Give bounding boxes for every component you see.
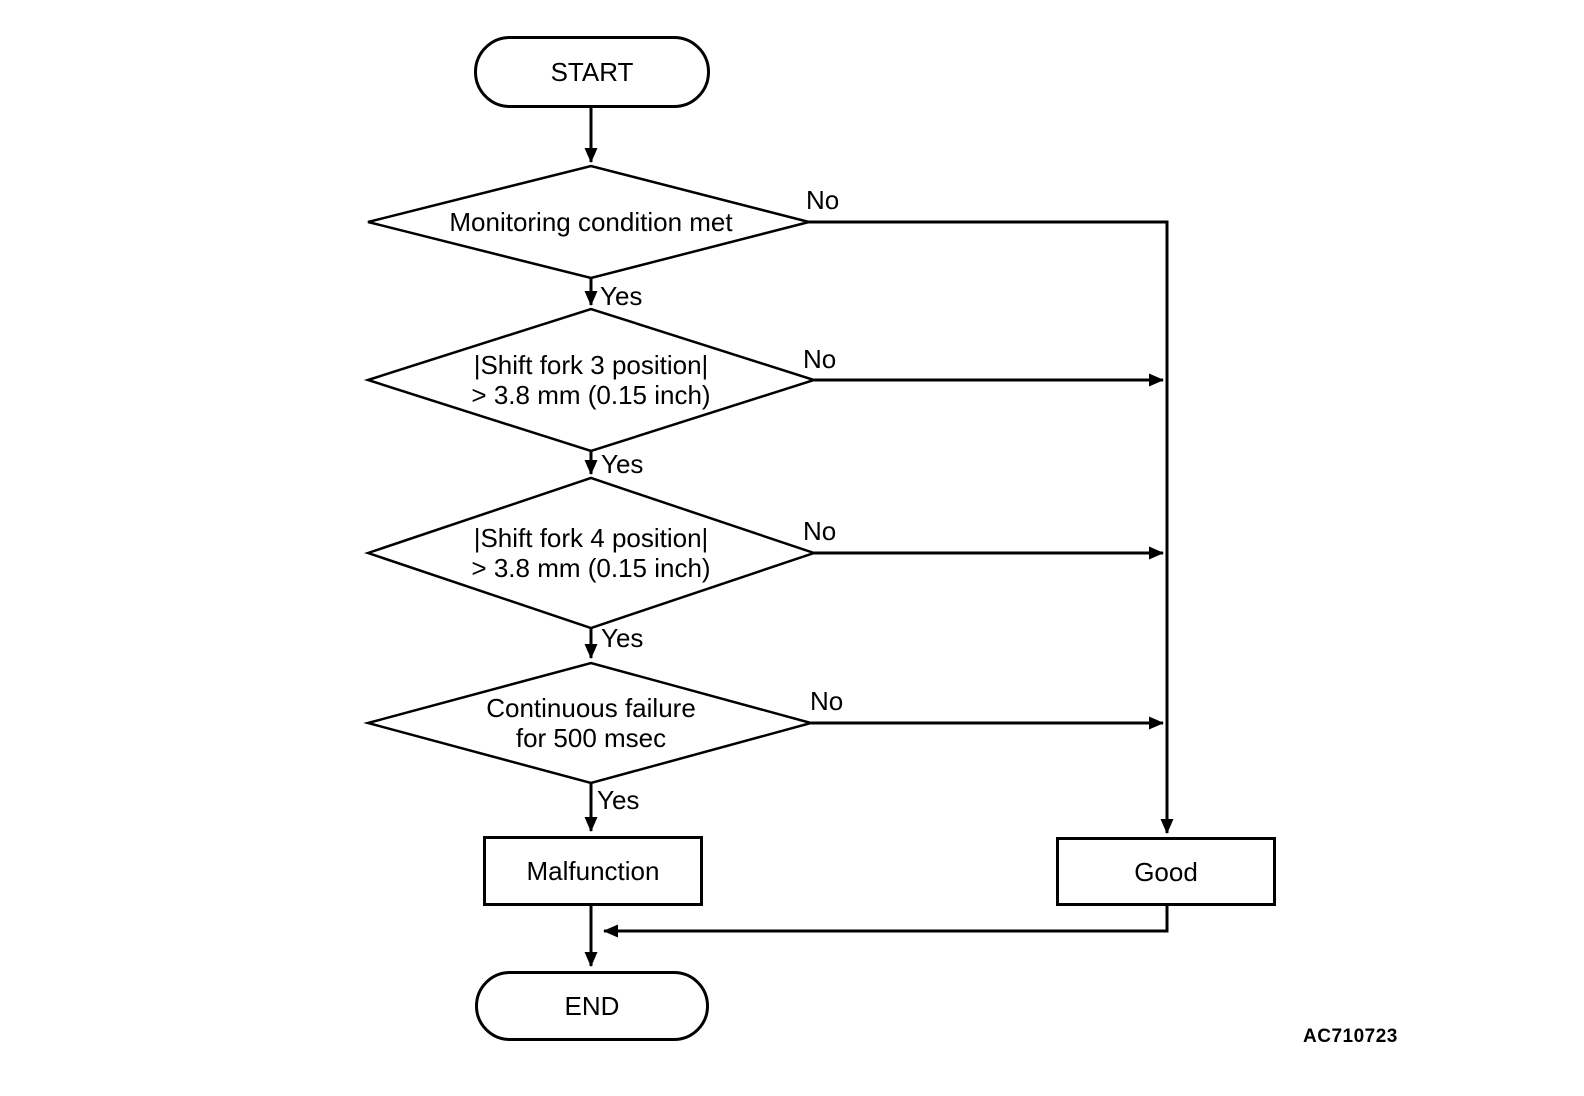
end-node-label: END <box>564 991 620 1021</box>
decision-failure-line2: for 500 msec <box>515 723 667 753</box>
start-node: START <box>474 36 710 108</box>
decision-fork3-line2: > 3.8 mm (0.15 inch) <box>471 380 711 410</box>
end-node: END <box>475 971 709 1041</box>
decision-failure-label: Continuous failure for 500 msec <box>421 693 761 753</box>
malfunction-node-label: Malfunction <box>526 856 660 886</box>
decision-monitoring-text: Monitoring condition met <box>449 207 733 237</box>
edge-label-monitoring-no: No <box>806 185 840 215</box>
figure-code-watermark: AC710723 <box>1303 1026 1398 1047</box>
decision-fork3-label: |Shift fork 3 position| > 3.8 mm (0.15 i… <box>421 350 761 410</box>
good-node: Good <box>1056 837 1276 906</box>
decision-monitoring-label: Monitoring condition met <box>421 207 761 237</box>
decision-fork4-line2: > 3.8 mm (0.15 inch) <box>471 553 711 583</box>
edge-label-failure-yes: Yes <box>597 785 640 815</box>
decision-failure-line1: Continuous failure <box>486 693 696 723</box>
malfunction-node: Malfunction <box>483 836 703 906</box>
start-node-label: START <box>550 57 634 87</box>
edge-label-fork3-no: No <box>803 344 837 374</box>
edge-label-fork4-yes: Yes <box>601 623 644 653</box>
decision-fork4-line1: |Shift fork 4 position| <box>473 523 709 553</box>
edge-label-failure-no: No <box>810 686 844 716</box>
good-node-label: Good <box>1134 856 1198 887</box>
connector-good-to-merge <box>603 906 1169 938</box>
edge-label-fork3-yes: Yes <box>601 449 644 479</box>
connector-monitoring-no <box>809 220 1174 834</box>
edge-label-fork4-no: No <box>803 516 837 546</box>
decision-fork3-line1: |Shift fork 3 position| <box>473 350 709 380</box>
decision-fork4-label: |Shift fork 4 position| > 3.8 mm (0.15 i… <box>421 523 761 583</box>
edge-label-monitoring-yes: Yes <box>600 281 643 311</box>
